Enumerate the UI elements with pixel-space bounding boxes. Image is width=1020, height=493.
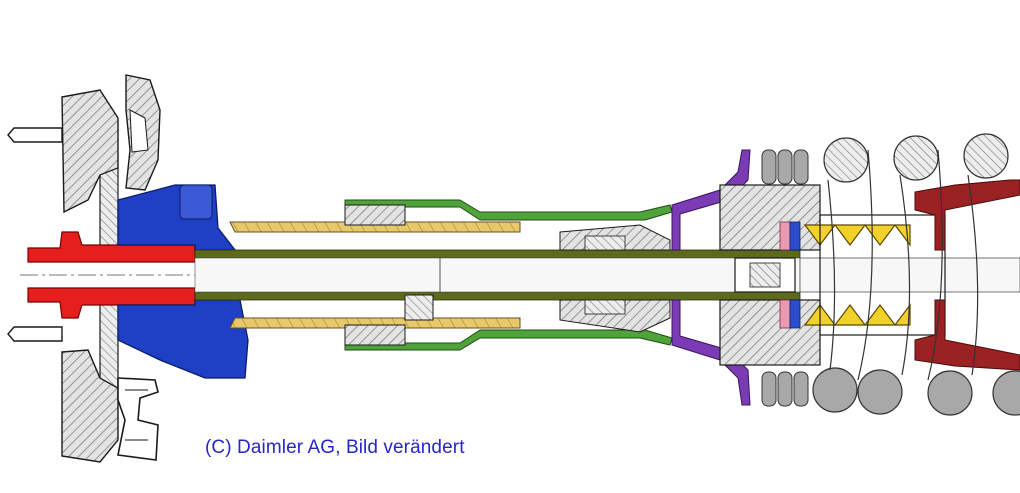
- mount-block-blue: [117, 184, 249, 379]
- end-cap-purple: [671, 149, 751, 406]
- bump-stop-bellow: [803, 224, 911, 326]
- coil-spring-helix: [827, 149, 979, 381]
- coil-spring-bottom: [812, 367, 1020, 416]
- seal-pack-left: [344, 204, 434, 346]
- copyright-caption: (C) Daimler AG, Bild verändert: [205, 437, 465, 458]
- top-mount: [7, 74, 161, 463]
- guide-sleeve-yellow: [229, 221, 521, 329]
- seal-pack-middle: [559, 224, 671, 333]
- inner-cylinder: [819, 214, 946, 336]
- rod-seals-colored: [779, 221, 801, 329]
- piston-rod-tube: [194, 249, 801, 301]
- spring-seat-washers: [761, 149, 809, 407]
- damper-housing: [719, 184, 821, 366]
- coil-spring-top: [823, 133, 1009, 183]
